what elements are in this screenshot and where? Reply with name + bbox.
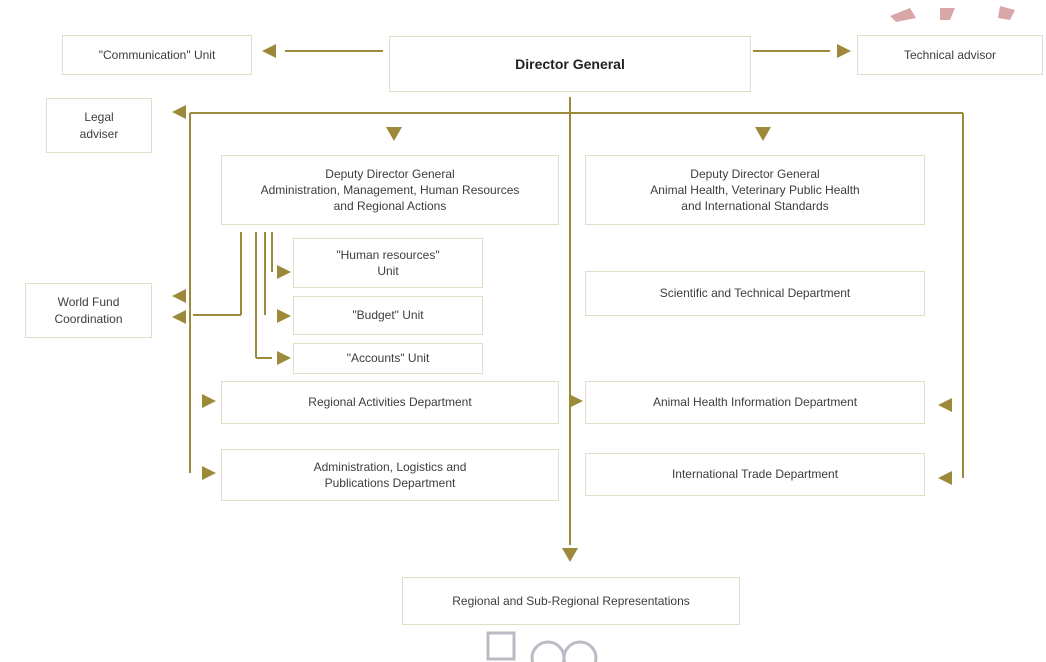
- arrow-to-communication: [262, 44, 276, 58]
- ddg-admin-title: Deputy Director General: [325, 166, 455, 181]
- arrow-to-regional-representations: [562, 548, 578, 562]
- world-fund-box: World Fund Coordination: [25, 283, 152, 338]
- communication-unit-box: "Communication" Unit: [62, 35, 252, 75]
- watermark-logo: [486, 631, 598, 662]
- ddg-health-line-1: Animal Health, Veterinary Public Health: [650, 182, 860, 197]
- communication-unit-label: "Communication" Unit: [98, 47, 216, 62]
- ddg-admin-line-2: and Regional Actions: [333, 199, 447, 214]
- admin-logistics-label-2: Publications Department: [324, 476, 456, 490]
- admin-logistics-label-1: Administration, Logistics and: [313, 459, 467, 474]
- ddg-health-box: Deputy Director General Animal Health, V…: [585, 155, 925, 225]
- international-trade-label: International Trade Department: [671, 467, 839, 482]
- animal-health-info-label: Animal Health Information Department: [652, 395, 858, 410]
- accounts-unit-label: "Accounts" Unit: [346, 351, 430, 366]
- budget-unit-label: "Budget" Unit: [352, 308, 424, 323]
- regional-representations-box: Regional and Sub-Regional Representation…: [402, 577, 740, 625]
- arrow-to-ddg-admin: [386, 127, 402, 141]
- legal-adviser-label-1: Legal: [84, 110, 114, 125]
- legal-adviser-box: Legal adviser: [46, 98, 152, 153]
- arrow-to-technical: [837, 44, 851, 58]
- hr-unit-box: "Human resources" Unit: [293, 238, 483, 288]
- arrow-to-international-trade-right: [938, 471, 952, 485]
- budget-unit-box: "Budget" Unit: [293, 296, 483, 335]
- ddg-health-title: Deputy Director General: [690, 166, 820, 181]
- scientific-dept-label: Scientific and Technical Department: [659, 286, 851, 301]
- hr-unit-label-2: Unit: [377, 264, 399, 278]
- hr-unit-label-1: "Human resources": [336, 247, 440, 262]
- director-general-label: Director General: [515, 55, 625, 72]
- regional-activities-label: Regional Activities Department: [308, 395, 472, 410]
- technical-advisor-box: Technical advisor: [857, 35, 1043, 75]
- technical-advisor-label: Technical advisor: [903, 47, 997, 62]
- regional-representations-label: Regional and Sub-Regional Representation…: [452, 593, 690, 608]
- arrow-to-budget-unit: [277, 309, 291, 323]
- accounts-unit-box: "Accounts" Unit: [293, 343, 483, 374]
- scientific-dept-box: Scientific and Technical Department: [585, 271, 925, 316]
- world-fund-label-2: Coordination: [54, 311, 123, 326]
- arrow-to-animal-health-info-right: [938, 398, 952, 412]
- international-trade-box: International Trade Department: [585, 453, 925, 496]
- arrow-to-ddg-health: [755, 127, 771, 141]
- arrow-to-hr-unit: [277, 265, 291, 279]
- ddg-health-line-2: and International Standards: [681, 199, 829, 214]
- arrow-to-accounts-unit: [277, 351, 291, 365]
- ddg-admin-box: Deputy Director General Administration, …: [221, 155, 559, 225]
- ddg-admin-line-1: Administration, Management, Human Resour…: [260, 182, 520, 197]
- admin-logistics-box: Administration, Logistics and Publicatio…: [221, 449, 559, 501]
- legal-adviser-label-2: adviser: [79, 126, 119, 141]
- animal-health-info-box: Animal Health Information Department: [585, 381, 925, 424]
- arrow-to-animal-health-info: [569, 394, 583, 408]
- director-general-box: Director General: [389, 36, 751, 92]
- arrow-to-legal: [172, 105, 186, 119]
- arrow-to-admin-logistics: [202, 466, 216, 480]
- arrow-to-world-fund-1: [172, 289, 186, 303]
- arrow-to-regional-activities: [202, 394, 216, 408]
- world-fund-label-1: World Fund: [57, 295, 120, 310]
- logo-fragment: [890, 6, 1015, 22]
- regional-activities-box: Regional Activities Department: [221, 381, 559, 424]
- arrow-to-world-fund-2: [172, 310, 186, 324]
